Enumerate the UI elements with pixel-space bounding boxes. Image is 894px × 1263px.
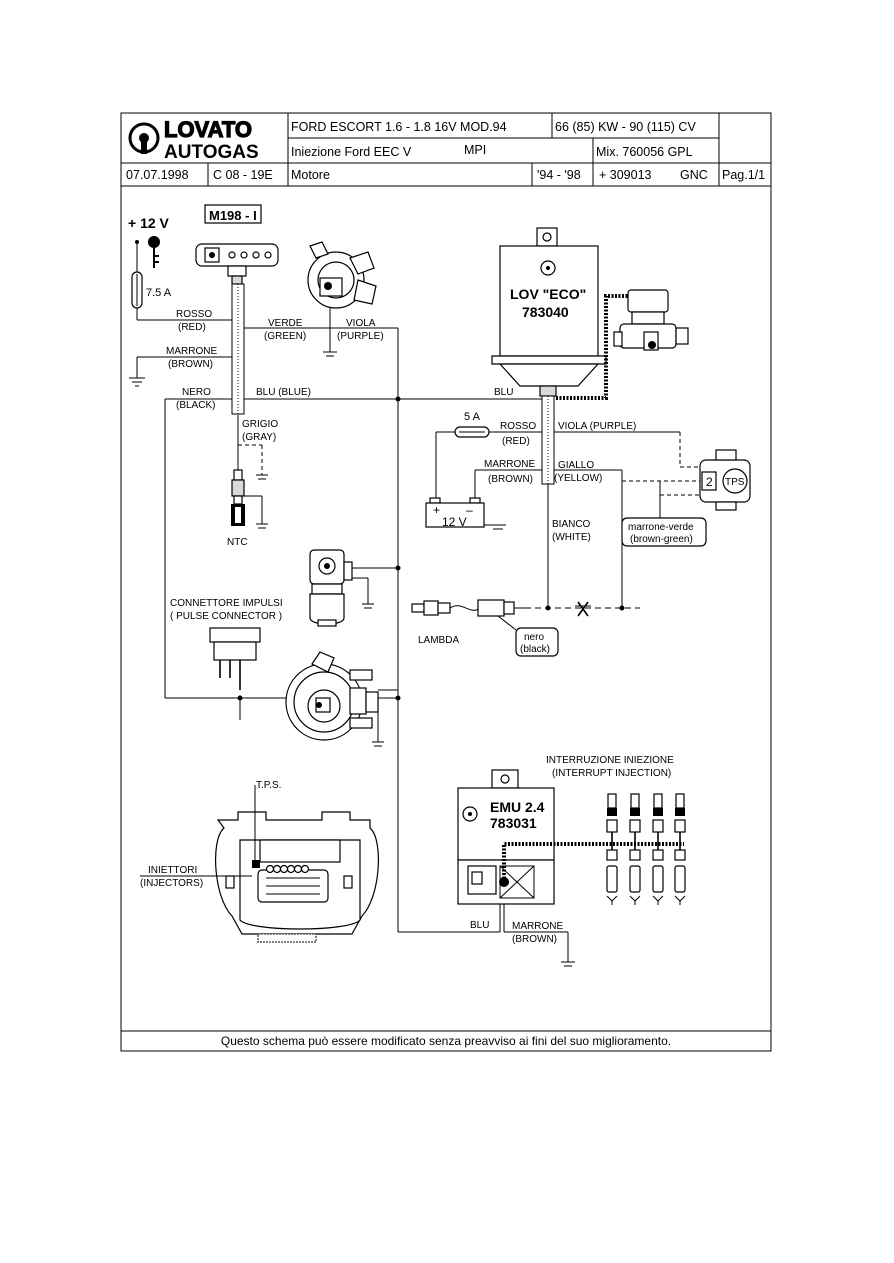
emu-label: EMU 2.4 bbox=[490, 799, 545, 815]
emu-code: 783031 bbox=[490, 815, 537, 831]
supply-12v-label: + 12 V bbox=[128, 215, 170, 231]
battery-12v-icon: + – 12 V bbox=[425, 497, 485, 529]
svg-text:(INJECTORS): (INJECTORS) bbox=[140, 878, 203, 889]
injection-type: MPI bbox=[464, 143, 486, 157]
svg-text:+: + bbox=[433, 503, 440, 517]
svg-text:–: – bbox=[466, 503, 473, 517]
ntc-label: NTC bbox=[227, 537, 248, 548]
engine-intake-manifold bbox=[140, 785, 379, 943]
vehicle-model: FORD ESCORT 1.6 - 1.8 16V MOD.94 bbox=[291, 120, 507, 134]
lov-eco-code: 783040 bbox=[522, 304, 569, 320]
title-block bbox=[120, 112, 772, 1052]
svg-text:VIOLA: VIOLA bbox=[346, 318, 376, 329]
tps-pin: 2 bbox=[706, 475, 713, 489]
svg-text:MARRONE: MARRONE bbox=[512, 921, 563, 932]
brand-line1: LOVATO bbox=[164, 117, 252, 142]
tps-label: TPS bbox=[725, 477, 745, 488]
svg-text:(brown-green): (brown-green) bbox=[630, 534, 693, 545]
svg-text:(RED): (RED) bbox=[178, 322, 206, 333]
svg-text:(YELLOW): (YELLOW) bbox=[554, 473, 602, 484]
tps-sensor: 2 TPS bbox=[699, 449, 751, 511]
gas-solenoid-valve bbox=[309, 549, 353, 627]
emu-2-4-unit: EMU 2.4 783031 bbox=[457, 769, 684, 905]
svg-text:GIALLO: GIALLO bbox=[558, 460, 594, 471]
engine-power: 66 (85) KW - 90 (115) CV bbox=[555, 120, 696, 134]
svg-text:marrone-verde: marrone-verde bbox=[628, 522, 694, 533]
svg-text:BLU (BLUE): BLU (BLUE) bbox=[256, 387, 311, 398]
page-frame bbox=[120, 112, 772, 1052]
tps-marker-label: T.P.S. bbox=[256, 780, 281, 791]
page-number: Pag.1/1 bbox=[722, 168, 765, 182]
fuse-7-5a-label: 7.5 A bbox=[146, 287, 172, 299]
lov-eco-label: LOV "ECO" bbox=[510, 286, 586, 302]
cut-mark-icon bbox=[575, 601, 591, 617]
svg-text:(INTERRUPT INJECTION): (INTERRUPT INJECTION) bbox=[552, 768, 671, 779]
svg-text:MARRONE: MARRONE bbox=[484, 459, 535, 470]
svg-text:(WHITE): (WHITE) bbox=[552, 532, 591, 543]
svg-text:(BROWN): (BROWN) bbox=[168, 359, 213, 370]
svg-text:(GREEN): (GREEN) bbox=[264, 331, 306, 342]
m198-switch-module bbox=[195, 204, 279, 415]
svg-text:ROSSO: ROSSO bbox=[176, 309, 212, 320]
brown-green-callout: marrone-verde (brown-green) bbox=[621, 517, 707, 547]
svg-text:BLU: BLU bbox=[494, 387, 513, 398]
lambda-probe bbox=[411, 599, 525, 631]
fuel-type: GNC bbox=[680, 168, 708, 182]
svg-text:(RED): (RED) bbox=[502, 436, 530, 447]
pulse-connector bbox=[209, 627, 261, 690]
nero-callout: nero (black) bbox=[515, 627, 559, 657]
ignition-key-icon bbox=[135, 236, 160, 268]
svg-text:(BLACK): (BLACK) bbox=[176, 400, 215, 411]
injector-row bbox=[265, 864, 310, 874]
tps-marker-icon bbox=[252, 860, 260, 868]
svg-text:nero: nero bbox=[524, 632, 544, 643]
model-years: '94 - '98 bbox=[537, 168, 581, 182]
svg-text:( PULSE CONNECTOR ): ( PULSE CONNECTOR ) bbox=[170, 611, 282, 622]
wiring bbox=[129, 242, 700, 967]
lovato-logo: LOVATO AUTOGAS bbox=[128, 116, 259, 163]
gas-actuator-valve bbox=[613, 289, 689, 351]
lov-eco-ecu: LOV "ECO" 783040 bbox=[491, 227, 628, 485]
speed-sensor bbox=[307, 241, 377, 309]
svg-text:GRIGIO: GRIGIO bbox=[242, 419, 278, 430]
injector-interrupt-harness bbox=[606, 793, 686, 905]
document-code: C 08 - 19E bbox=[213, 168, 273, 182]
mixer-code: Mix. 760056 GPL bbox=[596, 145, 693, 159]
svg-text:(black): (black) bbox=[520, 644, 550, 655]
svg-text:VIOLA (PURPLE): VIOLA (PURPLE) bbox=[558, 421, 636, 432]
pulse-connector-label: CONNETTORE IMPULSI bbox=[170, 598, 283, 609]
wire-labels: + 12 V M198 - I 7.5 A ROSSO (RED) VERDE … bbox=[128, 208, 674, 945]
footer-note: Questo schema può essere modificato senz… bbox=[221, 1034, 671, 1048]
m198-label: M198 - I bbox=[209, 208, 257, 223]
svg-text:NERO: NERO bbox=[182, 387, 211, 398]
svg-text:(PURPLE): (PURPLE) bbox=[337, 331, 384, 342]
svg-text:(BROWN): (BROWN) bbox=[512, 934, 557, 945]
svg-text:MARRONE: MARRONE bbox=[166, 346, 217, 357]
svg-text:BIANCO: BIANCO bbox=[552, 519, 591, 530]
lpg-reducer bbox=[285, 651, 379, 741]
svg-text:(GRAY): (GRAY) bbox=[242, 432, 276, 443]
document-date: 07.07.1998 bbox=[126, 168, 189, 182]
injectors-label: INIETTORI bbox=[148, 865, 197, 876]
section-name: Motore bbox=[291, 168, 330, 182]
svg-text:(BROWN): (BROWN) bbox=[488, 474, 533, 485]
ntc-sensor bbox=[231, 469, 245, 526]
battery-voltage: 12 V bbox=[442, 515, 467, 529]
kit-part-number: + 309013 bbox=[599, 168, 652, 182]
brand-line2: AUTOGAS bbox=[164, 142, 259, 163]
injection-system: Iniezione Ford EEC V bbox=[291, 145, 412, 159]
svg-text:BLU: BLU bbox=[470, 920, 489, 931]
svg-text:ROSSO: ROSSO bbox=[500, 421, 536, 432]
svg-text:VERDE: VERDE bbox=[268, 318, 303, 329]
fuse-5a-label: 5 A bbox=[464, 411, 481, 423]
interrupt-injection-label: INTERRUZIONE INIEZIONE bbox=[546, 755, 674, 766]
lambda-label: LAMBDA bbox=[418, 635, 459, 646]
